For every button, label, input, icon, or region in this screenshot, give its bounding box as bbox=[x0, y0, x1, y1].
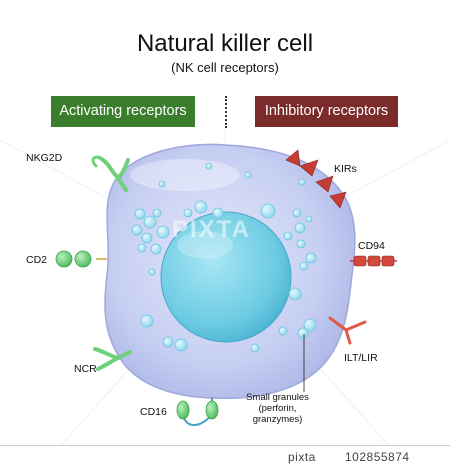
granules bbox=[131, 162, 317, 353]
diagram-title: Natural killer cell bbox=[136, 30, 314, 57]
label-ilt-lir: ILT/LIR bbox=[344, 352, 378, 364]
granules-note-line2: (perforin, bbox=[258, 403, 297, 414]
nucleus-highlight bbox=[177, 231, 233, 259]
cell-highlight bbox=[130, 159, 240, 191]
section-divider bbox=[225, 96, 227, 128]
label-cd94: CD94 bbox=[358, 240, 385, 252]
label-kirs: KIRs bbox=[334, 163, 357, 175]
footer-brand: pixta bbox=[288, 450, 316, 464]
label-ncr: NCR bbox=[74, 363, 97, 375]
inhibitory-receptors-box: Inhibitory receptors bbox=[255, 96, 398, 127]
diagram-subtitle: (NK cell receptors) bbox=[171, 60, 279, 75]
kirs-receptor bbox=[285, 149, 347, 209]
cd94-receptor bbox=[350, 255, 397, 267]
footer-image-id: 102855874 bbox=[345, 450, 410, 464]
footer-bar: pixta 102855874 bbox=[0, 445, 450, 469]
activating-receptors-box: Activating receptors bbox=[51, 96, 195, 127]
ncr-receptor bbox=[93, 347, 132, 371]
label-cd16: CD16 bbox=[140, 406, 167, 418]
label-nkg2d: NKG2D bbox=[26, 152, 63, 164]
cd2-receptor bbox=[55, 250, 108, 268]
label-cd2: CD2 bbox=[26, 254, 48, 266]
nkg2d-receptor bbox=[91, 155, 130, 192]
ilt-lir-receptor bbox=[328, 316, 367, 345]
granules-note: Small granules (perforin, granzymes) bbox=[230, 392, 325, 425]
cd16-receptor bbox=[176, 397, 219, 426]
nucleus bbox=[160, 211, 292, 343]
granules-note-line3: granzymes) bbox=[252, 414, 303, 425]
granules-note-line1: Small granules bbox=[246, 392, 309, 403]
watermark: PIXTA bbox=[172, 216, 251, 243]
